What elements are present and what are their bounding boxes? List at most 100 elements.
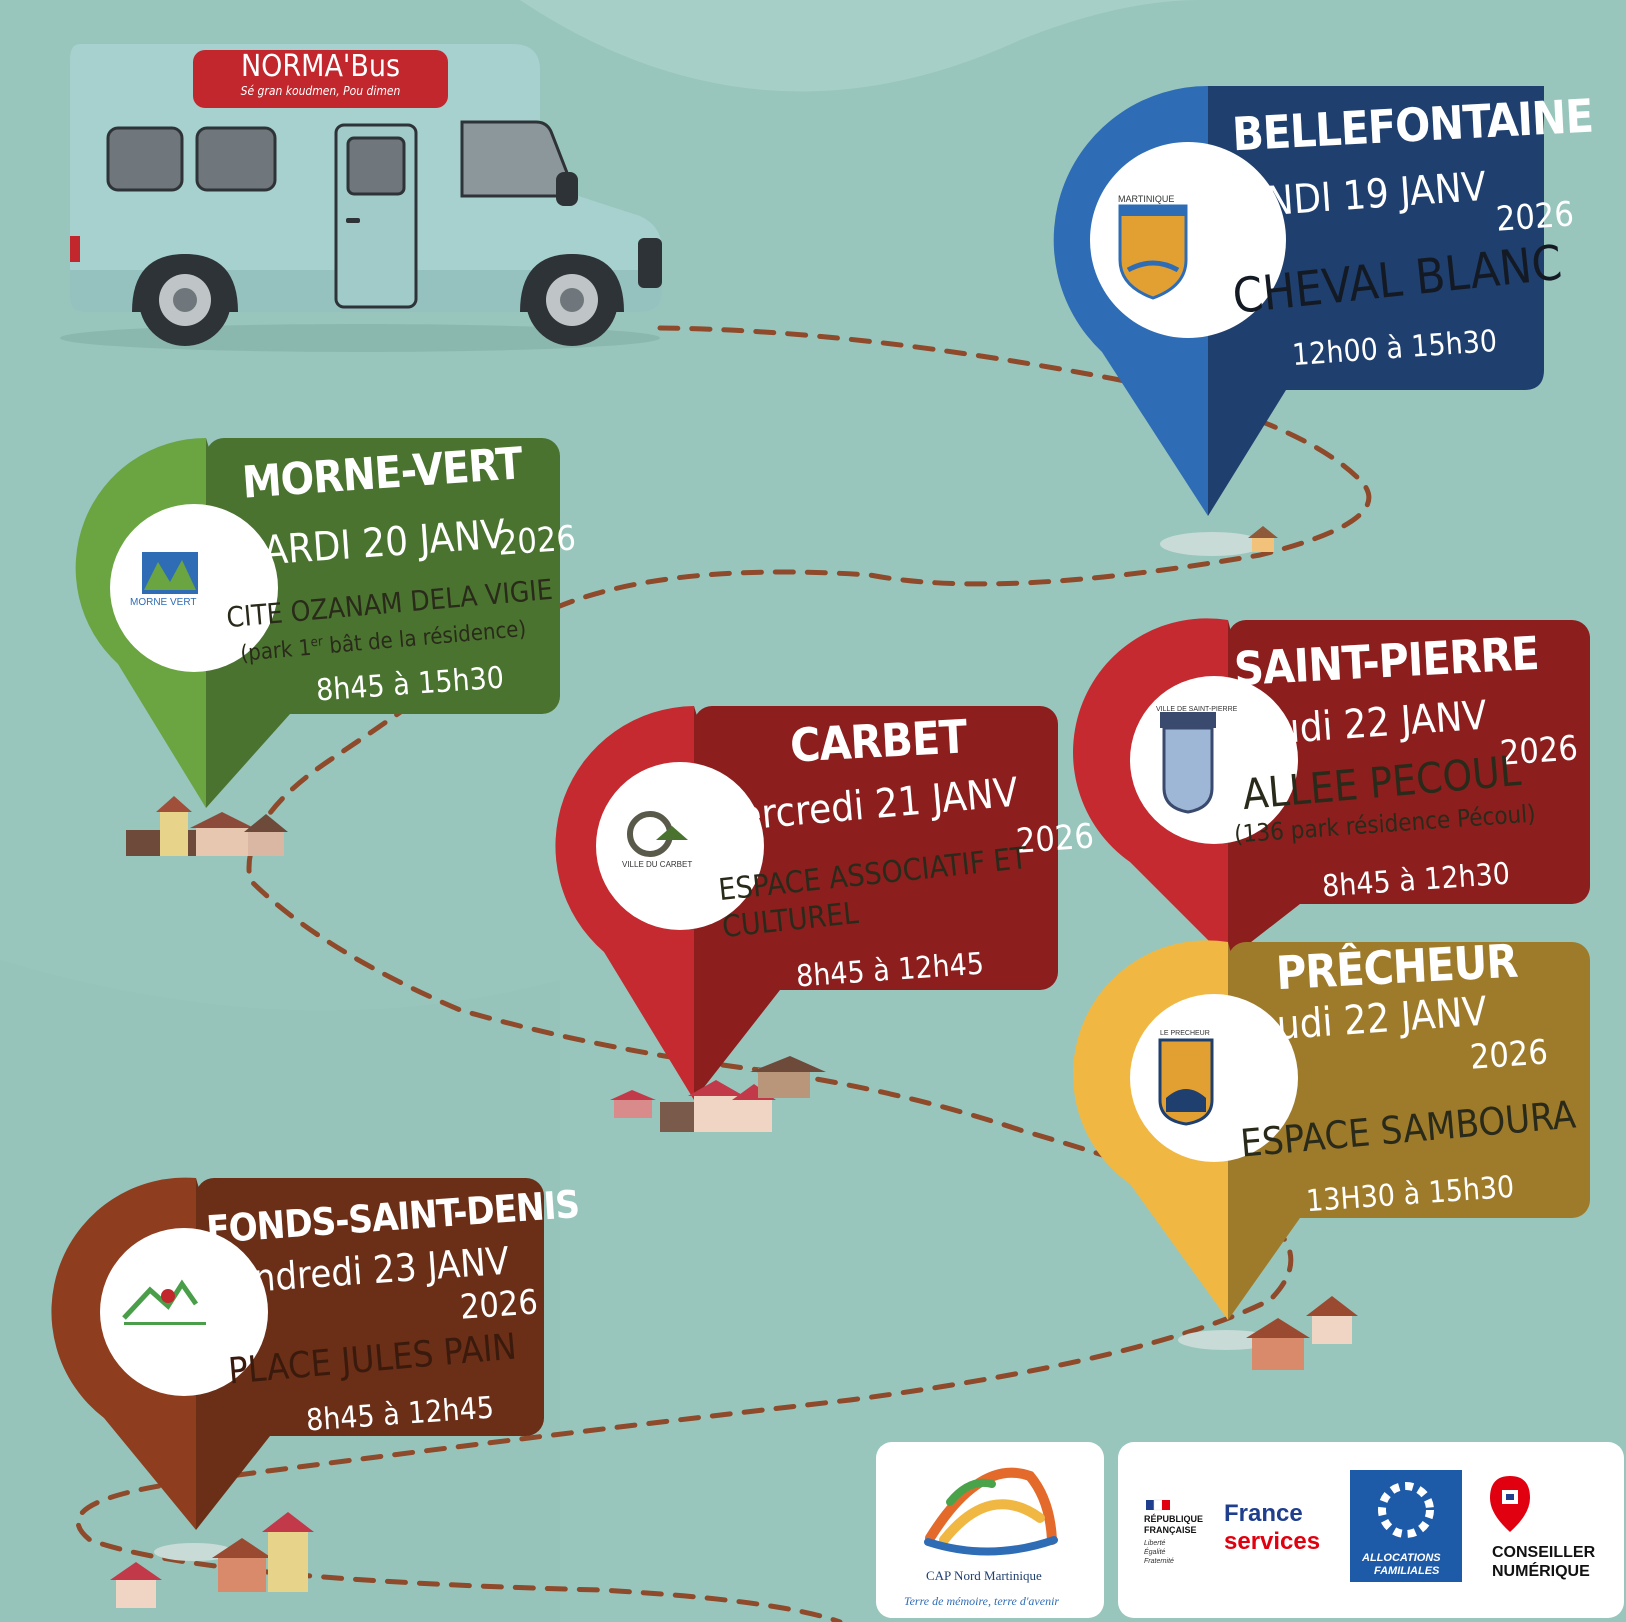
house-icon [160, 810, 188, 856]
info-panel [694, 706, 1058, 990]
pin-bellefontaine [1053, 85, 1544, 556]
bus-front-grille [638, 238, 662, 288]
house-icon [694, 1094, 740, 1132]
house-roof [750, 1056, 826, 1072]
pin-shadow [154, 1543, 234, 1561]
capnord-logo-icon [924, 1467, 1058, 1556]
norma-bus [60, 44, 662, 352]
info-panel [196, 1178, 544, 1436]
house-roof [156, 796, 192, 812]
france-services-line1: France [1224, 1500, 1303, 1527]
house-roof [110, 1562, 162, 1580]
logo-label: VILLE DU CARBET [622, 860, 693, 869]
logo-flower [161, 1289, 175, 1303]
bus-mirror [556, 172, 578, 206]
crest-wave [1126, 260, 1180, 273]
pin-saintpierre [1073, 618, 1590, 960]
pin-mornevert [75, 437, 560, 808]
bus-brand: NORMA'Bus [240, 49, 401, 84]
background-wave [520, 0, 1200, 92]
france-services-line2: services [1224, 1528, 1321, 1555]
caf-line2: FAMILIALES [1374, 1565, 1440, 1577]
house-roof [1246, 1318, 1310, 1338]
house-icon [248, 830, 284, 856]
info-panel [206, 438, 560, 714]
republique-motto: Fraternité [1144, 1558, 1174, 1565]
bus-window [195, 126, 277, 192]
house-roof [1306, 1296, 1358, 1316]
bus-rear-light [70, 236, 80, 262]
logo-label: MORNE VERT [130, 597, 197, 608]
pin-precheur [1073, 940, 1590, 1320]
house-roof [610, 1090, 656, 1100]
houses-bellefontaine [1248, 526, 1278, 552]
logo-label: VILLE DE SAINT-PIERRE [1156, 706, 1238, 713]
info-panel [1208, 86, 1544, 390]
house-roof [212, 1538, 272, 1558]
house-icon [268, 1530, 308, 1592]
caf-line1: ALLOCATIONS [1362, 1552, 1441, 1564]
crest-crown [1160, 712, 1216, 728]
logo-label: LE PRECHEUR [1160, 1030, 1210, 1037]
conseiller-numerique-icon [1490, 1476, 1530, 1532]
house-icon [1252, 536, 1274, 552]
republique-motto: Égalité [1144, 1549, 1166, 1556]
logo-underline [124, 1322, 206, 1325]
house-icon [196, 826, 248, 856]
logo-disc [100, 1228, 268, 1396]
pin-shadow [1160, 532, 1264, 556]
houses-precheur [1178, 1296, 1358, 1370]
town-name: PRÊCHEUR [1274, 933, 1519, 1001]
republique-line1: RÉPUBLIQUE [1144, 1514, 1204, 1524]
logo-caption: MARTINIQUE [1118, 194, 1175, 204]
mountain-shape [144, 560, 196, 590]
bus-brand-sign: NORMA'Bus Sé gran koudmen, Pou dimen [193, 50, 448, 108]
bellefontaine-crest-icon [1118, 204, 1188, 300]
bus-window [106, 126, 184, 192]
saintpierre-crest-icon [1162, 726, 1214, 814]
house-roof [190, 812, 254, 828]
house-roof [1248, 526, 1278, 538]
capnord-name: CAP Nord Martinique [926, 1568, 1042, 1583]
partner-panel-capnord [876, 1442, 1104, 1618]
crest-sea [1166, 1089, 1206, 1112]
stop-year: 2026 [1014, 816, 1096, 862]
stop-year: 2026 [1494, 194, 1576, 240]
house-icon [614, 1098, 652, 1118]
stop-year: 2026 [496, 518, 578, 564]
bus-hub [173, 288, 197, 312]
capnord-tagline: Terre de mémoire, terre d'avenir [904, 1594, 1060, 1608]
house-icon [736, 1098, 772, 1132]
conseiller-line1: CONSEILLER [1492, 1544, 1596, 1561]
info-panel [1228, 620, 1590, 904]
stop-year: 2026 [458, 1282, 540, 1328]
crest-band [1120, 206, 1186, 216]
logo-disc [596, 762, 764, 930]
house-icon [116, 1578, 156, 1608]
fondssaintdenis-logo-icon [122, 1279, 199, 1320]
pin-fondssaintdenis [51, 1177, 544, 1561]
pin-shadow [1178, 1330, 1274, 1350]
bus-hub [560, 288, 584, 312]
houses-carbet [610, 1056, 826, 1132]
republique-logo-icon [1146, 1499, 1170, 1511]
house-icon [1252, 1336, 1304, 1370]
house-roof [262, 1512, 314, 1532]
houses-mornevert [126, 796, 288, 856]
town-name: CARBET [788, 709, 968, 773]
house-roof [244, 814, 288, 832]
republique-line2: FRANÇAISE [1144, 1525, 1197, 1535]
info-panel [1228, 942, 1590, 1218]
republique-motto: Liberté [1144, 1540, 1166, 1547]
houses-fondssaintdenis [110, 1512, 314, 1608]
carbet-logo-mountain [656, 826, 688, 840]
bus-door-window [346, 136, 406, 196]
house-roof [688, 1080, 744, 1096]
pin-carbet [555, 706, 1058, 1100]
house-icon [1312, 1314, 1352, 1344]
house-icon [218, 1556, 266, 1592]
stop-year: 2026 [1468, 1032, 1550, 1078]
conseiller-line2: NUMÉRIQUE [1492, 1563, 1590, 1580]
